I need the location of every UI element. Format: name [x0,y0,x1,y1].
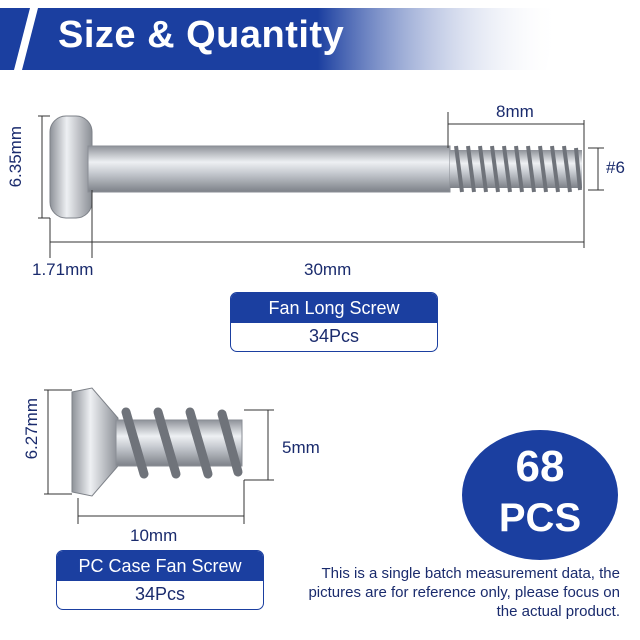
fan-long-screw-qty: 34Pcs [308,326,360,346]
pc-case-fan-screw-qty: 34Pcs [134,584,186,604]
screw-length-label: 10mm [130,526,178,545]
long-screw-dimension-lines [38,112,604,258]
page-title: Size & Quantity [58,14,345,56]
thread-diameter-label: 5mm [282,438,320,457]
head-height-label: 6.35mm [6,126,25,188]
pc-case-fan-screw-name: PC Case Fan Screw [57,551,263,581]
pc-case-fan-screw-image [71,387,243,497]
thread-size-label: #6 [606,158,625,177]
total-quantity-badge: 68 PCS [462,430,618,560]
total-unit: PCS [498,496,582,540]
fan-long-screw-name: Fan Long Screw [231,293,437,323]
header-banner: Size & Quantity [0,0,640,76]
head-thickness-label: 1.71mm [32,260,94,279]
length-label: 30mm [304,260,352,279]
fan-long-screw-label: Fan Long Screw 34Pcs [230,292,438,352]
thread-length-label: 8mm [496,102,534,121]
pc-case-fan-screw-label: PC Case Fan Screw 34Pcs [56,550,264,610]
head-diameter-label: 6.27mm [22,398,41,460]
total-number: 68 [515,442,565,491]
header-bar-shape [0,8,560,70]
case-screw-dimension-lines [44,389,274,524]
fan-long-screw-image [49,115,582,219]
disclaimer-note: This is a single batch measurement data,… [308,565,620,620]
